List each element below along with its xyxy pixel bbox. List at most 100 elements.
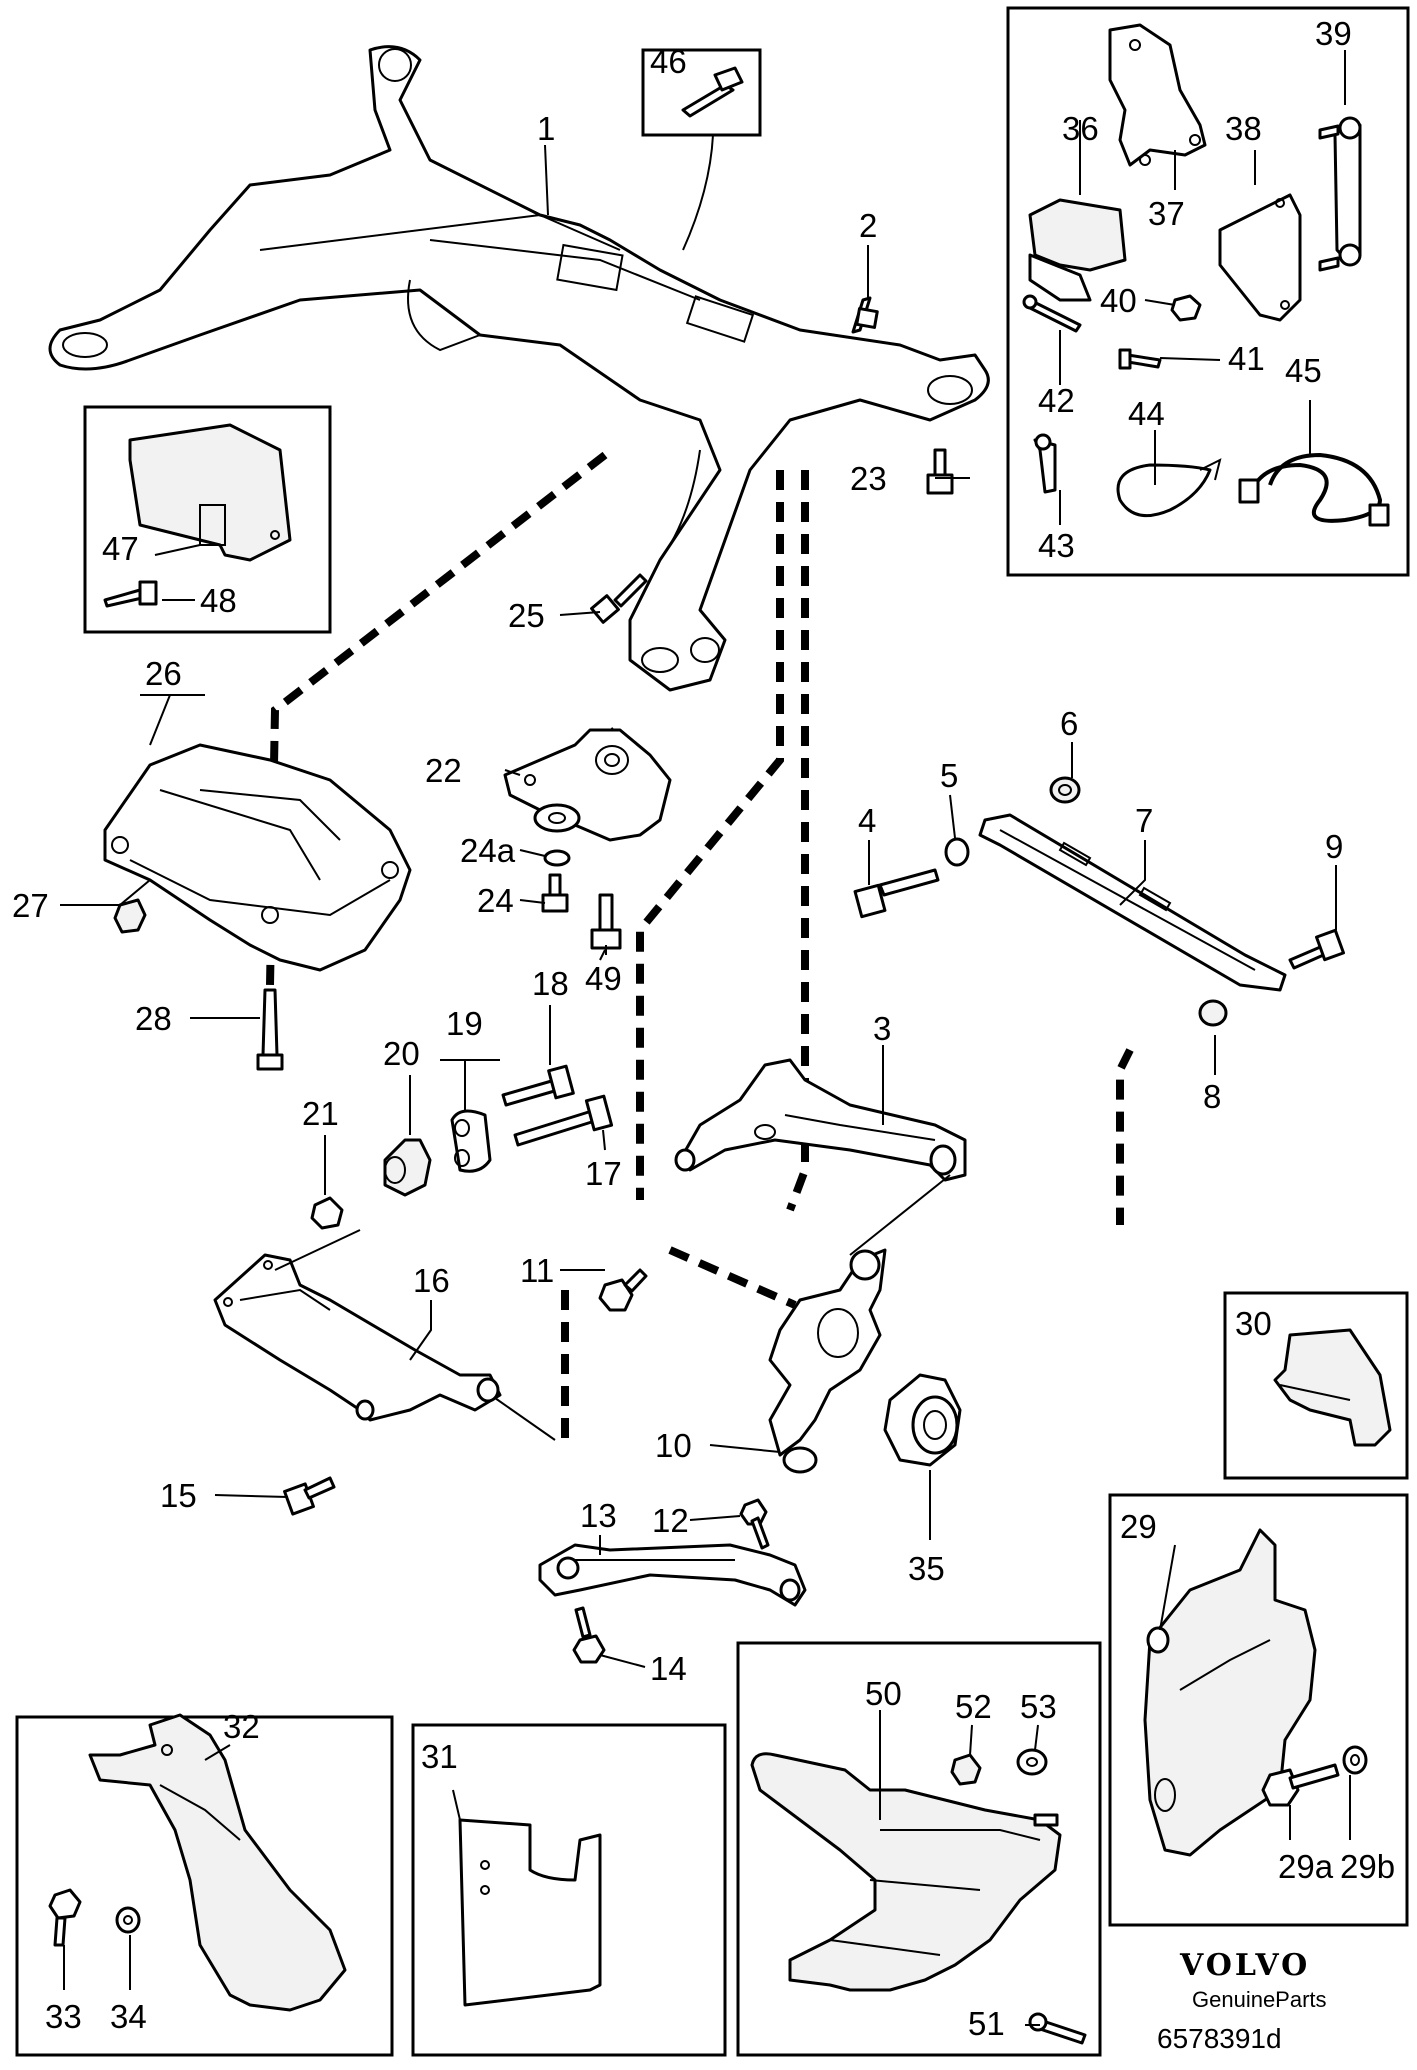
callout-24a: 24a [460, 832, 516, 869]
callout-21: 21 [302, 1095, 339, 1132]
callout-43: 43 [1038, 527, 1075, 564]
bushing-6 [1049, 776, 1081, 804]
bolt-33 [48, 1888, 82, 1947]
bolt-29a [1261, 1763, 1340, 1807]
callout-42: 42 [1038, 382, 1075, 419]
bolt-2 [851, 296, 879, 334]
bolt-4 [853, 868, 940, 919]
callout-47: 47 [102, 530, 139, 567]
nut-21 [310, 1196, 344, 1230]
rivet-42 [1022, 294, 1082, 333]
nut-40 [1170, 294, 1202, 322]
rivet-43 [1033, 433, 1057, 494]
callout-25: 25 [508, 597, 545, 634]
callout-26: 26 [145, 655, 182, 692]
connection-lines [266, 451, 1134, 1440]
link-7 [978, 813, 1287, 992]
bolt-12 [739, 1498, 770, 1550]
box-31 [411, 1723, 727, 2057]
brand-logo: VOLVO [1179, 1948, 1310, 1983]
callout-12: 12 [652, 1502, 689, 1539]
callout-32: 32 [223, 1708, 260, 1745]
callout-31: 31 [421, 1738, 458, 1775]
box-32-34 [15, 1715, 394, 2057]
leader-46 [682, 134, 714, 251]
callout-29: 29 [1120, 1508, 1157, 1545]
bolt-11 [598, 1268, 648, 1312]
callout-2: 2 [859, 207, 877, 244]
bushing-8 [1198, 999, 1228, 1027]
callout-19: 19 [446, 1005, 483, 1042]
link-13 [538, 1543, 807, 1607]
bushing-20 [383, 1138, 432, 1197]
subframe [48, 45, 990, 692]
callout-27: 27 [12, 887, 49, 924]
box-29 [1108, 1493, 1409, 1927]
callout-38: 38 [1225, 110, 1262, 147]
callout-5: 5 [940, 757, 958, 794]
callout-51: 51 [968, 2005, 1005, 2042]
shield-30 [1273, 1328, 1392, 1447]
callout-41: 41 [1228, 340, 1265, 377]
washer-53 [1016, 1748, 1048, 1776]
box-30 [1223, 1291, 1409, 1480]
callout-28: 28 [135, 1000, 172, 1037]
box-47-48 [83, 405, 332, 634]
washer-24a [533, 803, 581, 833]
callout-4: 4 [858, 802, 876, 839]
lower-arm-16 [213, 1229, 556, 1441]
callout-labels: 1 2 3 4 5 6 7 8 9 10 11 12 13 14 15 16 1… [12, 15, 1395, 2042]
callout-29a: 29a [1278, 1848, 1334, 1885]
hub-35 [883, 1373, 962, 1467]
carrier-26 [103, 743, 412, 972]
callout-18: 18 [532, 965, 569, 1002]
screw-41 [1118, 348, 1162, 370]
box-46 [641, 48, 762, 137]
plate-31 [458, 1818, 602, 2007]
knuckle-10 [768, 1248, 887, 1474]
callout-10: 10 [655, 1427, 692, 1464]
callout-46: 46 [650, 43, 687, 80]
bolt-49 [590, 893, 622, 950]
bushing-19 [450, 1109, 492, 1173]
callout-15: 15 [160, 1477, 197, 1514]
callout-53: 53 [1020, 1688, 1057, 1725]
callout-35: 35 [908, 1550, 945, 1587]
callout-1: 1 [537, 110, 555, 147]
bracket-37 [1108, 23, 1207, 167]
callout-40: 40 [1100, 282, 1137, 319]
callout-17: 17 [585, 1155, 622, 1192]
bolt-14 [572, 1606, 606, 1664]
callout-48: 48 [200, 582, 237, 619]
callout-37: 37 [1148, 195, 1185, 232]
link-39 [1318, 116, 1362, 272]
callout-49: 49 [585, 960, 622, 997]
callout-24: 24 [477, 882, 514, 919]
callout-3: 3 [873, 1010, 891, 1047]
bolt-18 [501, 1064, 575, 1107]
bolt-25 [590, 573, 648, 624]
bolt-23 [926, 448, 954, 495]
callout-22: 22 [425, 752, 462, 789]
shield-50 [750, 1752, 1062, 1992]
nut-52 [950, 1753, 982, 1786]
sensor-36 [1028, 198, 1127, 302]
bolt-28 [256, 988, 284, 1071]
callout-13: 13 [580, 1497, 617, 1534]
callout-6: 6 [1060, 705, 1078, 742]
washer-5 [944, 837, 970, 867]
bracket-47 [128, 423, 292, 562]
callout-36: 36 [1062, 110, 1099, 147]
bolt-17 [513, 1094, 614, 1147]
diagram-number: 6578391d [1157, 2023, 1282, 2054]
brand-tagline: GenuineParts [1192, 1987, 1327, 2012]
callout-20: 20 [383, 1035, 420, 1072]
box-36-45 [1006, 6, 1410, 577]
bolt-24 [541, 873, 569, 913]
callout-14: 14 [650, 1650, 687, 1687]
callout-8: 8 [1203, 1078, 1221, 1115]
callout-50: 50 [865, 1675, 902, 1712]
callout-23: 23 [850, 460, 887, 497]
bolt-48 [103, 580, 158, 608]
